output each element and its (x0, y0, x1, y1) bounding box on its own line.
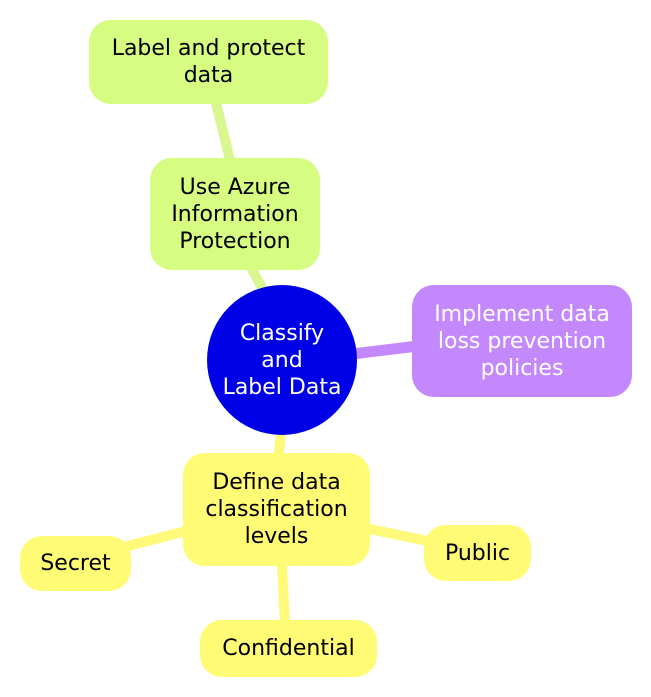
node-label-and-protect-data[interactable]: Label and protect data (89, 20, 328, 104)
node-root-classify-and-label-data[interactable]: Classify and Label Data (207, 285, 357, 435)
node-implement-dlp-policies[interactable]: Implement data loss prevention policies (412, 285, 632, 397)
node-confidential-text: Confidential (222, 636, 355, 661)
node-implement-dlp-policies-text: Implement data loss prevention policies (434, 301, 610, 381)
edge-levels-to-confidential (277, 559, 290, 630)
node-secret-text: Secret (40, 551, 111, 576)
node-secret[interactable]: Secret (20, 536, 131, 591)
edge-levels-to-secret (115, 525, 195, 553)
node-use-azure-information-protection[interactable]: Use Azure Information Protection (150, 158, 320, 270)
edge-levels-to-public (360, 523, 437, 547)
node-root-text: Classify and Label Data (222, 320, 342, 400)
node-public[interactable]: Public (424, 525, 531, 581)
node-use-azure-information-protection-text: Use Azure Information Protection (171, 174, 299, 254)
node-label-and-protect-data-text: Label and protect data (111, 36, 306, 88)
node-confidential[interactable]: Confidential (200, 620, 377, 677)
node-define-data-classification-levels-text: Define data classification levels (205, 470, 348, 549)
node-public-text: Public (444, 540, 511, 566)
edge-root-to-dlp (346, 340, 424, 360)
edge-azure-to-label-protect (211, 98, 235, 165)
node-define-data-classification-levels[interactable]: Define data classification levels (183, 453, 370, 566)
